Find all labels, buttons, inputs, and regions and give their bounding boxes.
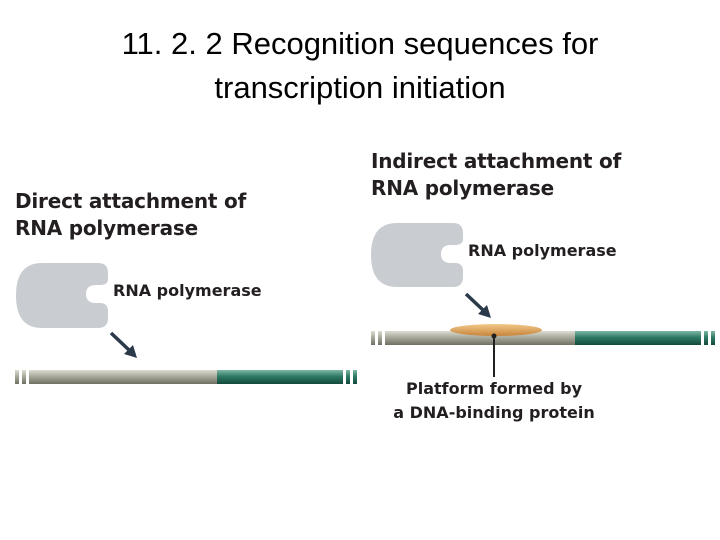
direct-heading-line-2: RNA polymerase <box>15 216 198 240</box>
direct-heading-line-1: Direct attachment of <box>15 189 247 213</box>
indirect-arrow <box>464 292 491 318</box>
indirect-dna-strand <box>371 331 715 345</box>
title-line-1: 11. 2. 2 Recognition sequences for <box>121 26 599 61</box>
platform-label-line-1: Platform formed by <box>405 379 582 398</box>
slide-title-text: 11. 2. 2 Recognition sequences for trans… <box>0 22 720 110</box>
indirect-heading-line-2: RNA polymerase <box>371 176 554 200</box>
direct-rna-polymerase-label: RNA polymerase <box>113 281 262 300</box>
indirect-heading-line-1: Indirect attachment of <box>371 149 622 173</box>
direct-arrow <box>109 331 137 358</box>
indirect-rna-polymerase-label: RNA polymerase <box>468 241 617 260</box>
direct-dna-strand <box>15 370 357 384</box>
direct-polymerase-shape <box>16 263 108 328</box>
direct-attachment-heading: Direct attachment of RNA polymerase <box>15 188 246 242</box>
platform-label: Platform formed by a DNA-binding protein <box>384 377 604 425</box>
dna-binding-protein-platform <box>450 324 542 336</box>
title-line-2: transcription initiation <box>214 70 506 105</box>
platform-pointer-line <box>491 333 497 377</box>
indirect-attachment-heading: Indirect attachment of RNA polymerase <box>371 148 621 202</box>
platform-label-line-2: a DNA-binding protein <box>393 403 595 422</box>
indirect-polymerase-shape <box>371 223 463 287</box>
